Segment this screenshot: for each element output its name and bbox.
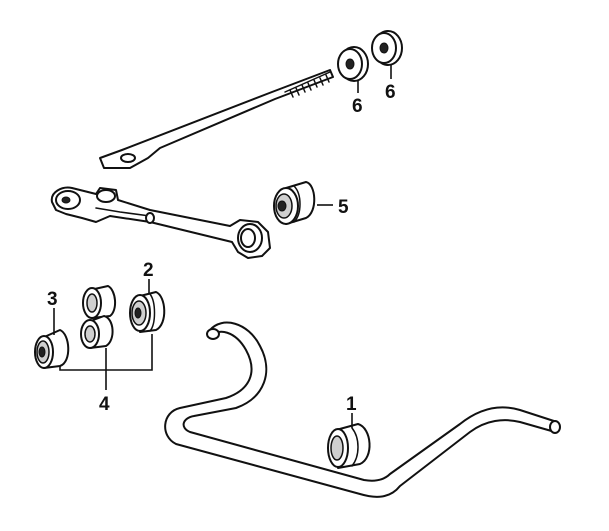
bushing-3 <box>34 329 70 369</box>
sleeve-lower <box>80 315 114 349</box>
callout-4: 4 <box>99 394 110 415</box>
washer-right <box>371 30 403 66</box>
control-arm <box>50 186 271 259</box>
tension-strut <box>99 69 334 169</box>
callout-3: 3 <box>47 289 58 310</box>
callout-6-left: 6 <box>352 96 363 117</box>
washer-left <box>337 46 369 82</box>
leader-lines <box>53 64 392 428</box>
callout-2: 2 <box>143 260 154 281</box>
bushing-5 <box>273 181 316 225</box>
stabilizer-bar <box>164 321 561 498</box>
sleeve-upper <box>82 285 116 319</box>
bushing-2 <box>129 291 166 333</box>
callout-5: 5 <box>338 197 349 218</box>
callout-6-right: 6 <box>385 82 396 103</box>
callout-1: 1 <box>346 394 357 415</box>
bushing-1 <box>327 423 371 469</box>
